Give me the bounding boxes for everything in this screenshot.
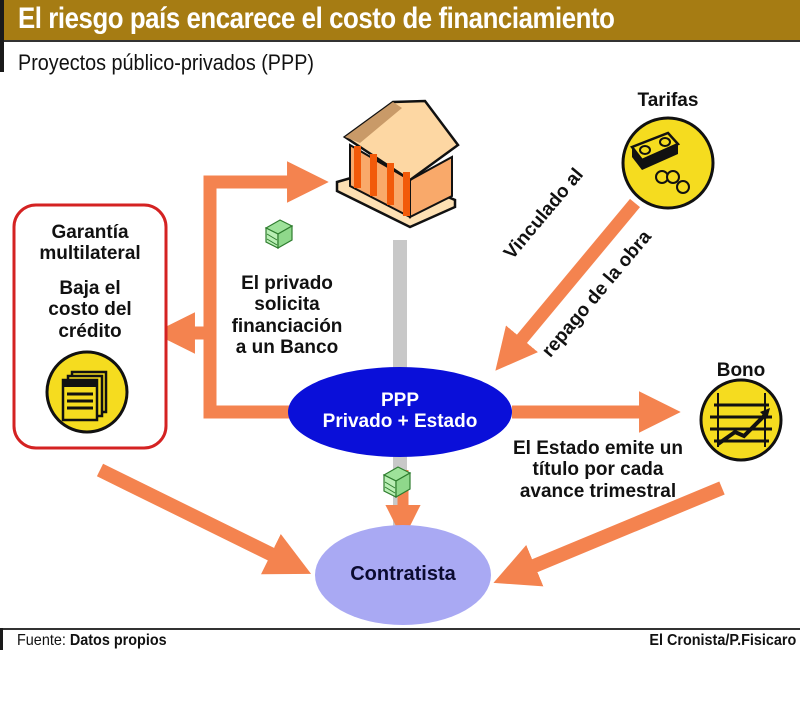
- title-bar: El riesgo país encarece el costo de fina…: [0, 0, 800, 40]
- bono-edge-label-line: El Estado emite un: [513, 438, 683, 459]
- arrow-bono-to-contratista: [493, 481, 725, 587]
- money-stack-icon: [382, 466, 412, 499]
- arrow-guarantee-to-contratista: [96, 463, 312, 575]
- financing-label-line: a un Banco: [235, 336, 339, 358]
- footer-accent-bar: [0, 628, 3, 650]
- guarantee-body-line: Baja el: [59, 278, 121, 299]
- tarifas-label: Tarifas: [637, 90, 699, 111]
- source-label: Fuente:: [17, 632, 66, 649]
- financing-label-line: financiación: [231, 315, 343, 337]
- arrow-ppp-to-bank: [203, 161, 329, 419]
- bono-edge-label-line: avance trimestral: [519, 480, 677, 502]
- page-subtitle: Proyectos público-privados (PPP): [18, 50, 315, 75]
- guarantee-body-line: costo del: [48, 299, 132, 321]
- bono-label: Bono: [716, 360, 766, 381]
- guarantee-title: Garantía multilateral: [14, 222, 166, 265]
- contratista-label: Contratista: [350, 563, 456, 585]
- arrow-tarifas-to-ppp: [495, 198, 640, 371]
- financing-label-line: El privado: [241, 273, 333, 294]
- title-divider: [0, 40, 800, 42]
- bono-edge-label: El Estado emite un título por cada avanc…: [508, 438, 688, 502]
- money-stack-icon: [264, 219, 294, 250]
- cash-and-coins-icon: [621, 116, 715, 210]
- bank-building-icon: [335, 99, 460, 229]
- ppp-node-label: PPP Privado + Estado: [288, 390, 512, 433]
- footer-source: Fuente: Datos propios: [17, 632, 167, 650]
- guarantee-title-line: multilateral: [39, 243, 141, 265]
- guarantee-body: Baja el costo del crédito: [14, 278, 166, 342]
- source-value: Datos propios: [69, 632, 167, 649]
- ppp-node-line: Privado + Estado: [322, 411, 478, 433]
- bank-ppp-connector: [393, 240, 407, 380]
- subtitle-accent-bar: [0, 40, 4, 72]
- bond-chart-icon: [699, 378, 783, 462]
- financing-label-line: solicita: [254, 294, 320, 316]
- ppp-node-line: PPP: [380, 390, 420, 411]
- bono-edge-label-line: título por cada: [532, 459, 664, 481]
- guarantee-body-line: crédito: [58, 320, 122, 342]
- ppp-node: [288, 367, 512, 457]
- financing-label: El privado solicita financiación a un Ba…: [212, 273, 362, 358]
- page-title: El riesgo país encarece el costo de fina…: [18, 2, 615, 35]
- documents-icon: [45, 350, 129, 434]
- contratista-node: [315, 525, 491, 625]
- footer-credit: El Cronista/P.Fisicaro: [649, 632, 796, 649]
- footer-divider: [0, 628, 800, 630]
- guarantee-title-line: Garantía: [51, 222, 129, 243]
